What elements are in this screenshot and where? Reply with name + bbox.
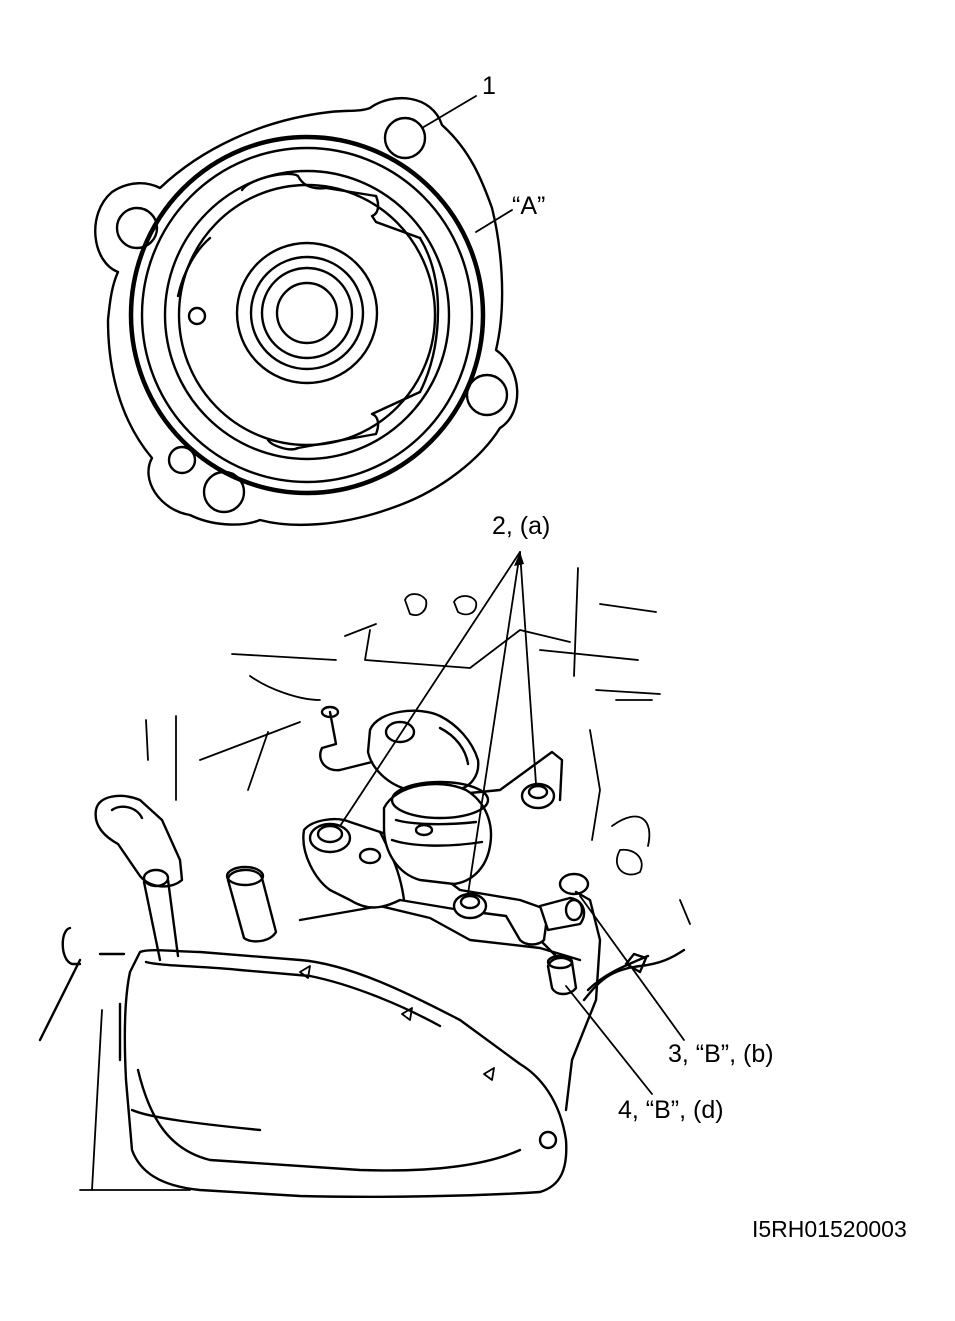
callout-part-1: 1 bbox=[482, 72, 496, 100]
callout-sealant-a: “A” bbox=[512, 192, 546, 220]
leader-item-4 bbox=[565, 985, 653, 1095]
figure-code: I5RH01520003 bbox=[752, 1216, 907, 1242]
lever-left bbox=[94, 794, 184, 888]
callout-item-3: 3, “B”, (b) bbox=[668, 1040, 774, 1068]
sensor-wire bbox=[582, 948, 686, 1002]
bolt-2-bottom bbox=[452, 892, 488, 920]
callout-item-4: 4, “B”, (d) bbox=[618, 1096, 724, 1124]
bolt-hole-left bbox=[115, 206, 159, 250]
bolt-2-right bbox=[520, 782, 556, 810]
lower-solenoid bbox=[382, 782, 493, 886]
bolt-hole-top-right bbox=[383, 116, 427, 160]
locating-pin bbox=[187, 306, 207, 326]
vent-pipe bbox=[226, 868, 278, 943]
switch-item-3 bbox=[538, 872, 686, 1002]
leaders-bolts-2 bbox=[339, 551, 537, 895]
plug-item-4 bbox=[546, 954, 578, 996]
housing-outline bbox=[123, 949, 568, 1198]
center-bore bbox=[275, 281, 339, 345]
leader-item-3 bbox=[579, 895, 685, 1041]
leader-part-1 bbox=[421, 95, 477, 129]
cover-flange-outline bbox=[94, 96, 519, 527]
bolt-hole-bottom-left-small bbox=[167, 445, 197, 475]
callout-bolts-2: 2, (a) bbox=[492, 512, 551, 540]
hub-outer bbox=[235, 241, 379, 385]
transmission-housing bbox=[38, 551, 691, 1198]
upper-solenoid bbox=[366, 709, 480, 792]
leader-sealant-a bbox=[475, 209, 513, 233]
bolt-hole-bottom-right bbox=[465, 373, 509, 417]
upper-lobe bbox=[240, 172, 378, 198]
bolt-2-left bbox=[308, 822, 352, 854]
sealant-bead-a bbox=[128, 134, 486, 496]
lower-lobe bbox=[266, 390, 422, 451]
cover-plate bbox=[94, 95, 519, 527]
